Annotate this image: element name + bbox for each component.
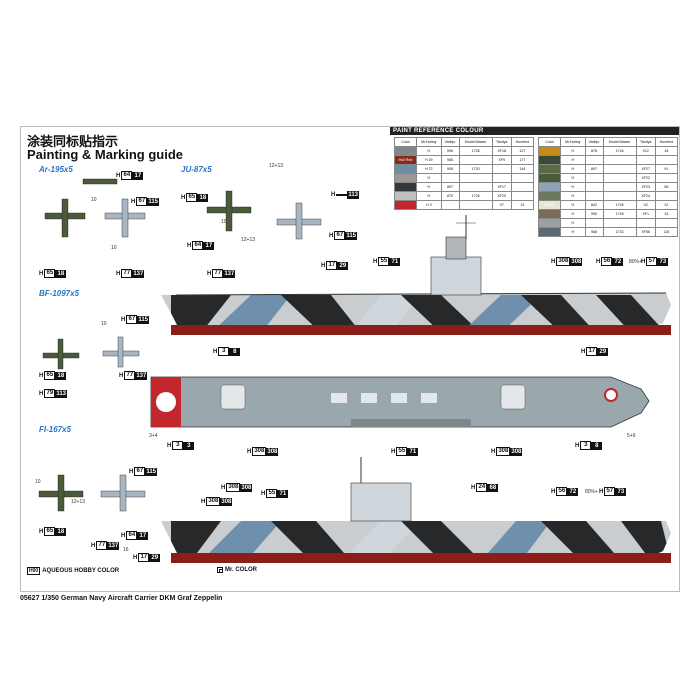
ju87-top-view [206,190,252,232]
instruction-sheet: 涂装同标贴指示 Painting & Marking guide PAINT R… [20,126,680,592]
ship-port-profile [161,457,671,563]
note-percentage-2: 80%+ [585,489,598,495]
bf109-top-view [42,338,80,370]
footer-kit-info: 05627 1/350 German Navy Aircraft Carrier… [20,595,223,602]
legend-mr-color: Mr. COLOR [217,567,257,573]
drawing-layer [38,178,671,563]
ship-starboard-profile [161,215,671,335]
paint-row: H XF22 [538,173,679,183]
aircraft-label-bf109: BF-1097x5 [39,289,80,298]
aircraft-label-fi167: FI-167x5 [39,425,72,434]
legend-mr-color-text: Mr. COLOR [225,567,258,573]
paint-cell-vallejo [440,200,460,210]
note-percentage-1: 80%+ [629,259,642,265]
ju87-bottom-view [276,202,322,240]
legend-aqueous-box: H00 [27,567,41,575]
fi167-bottom-view [100,474,146,512]
fi167-top-view [38,474,84,512]
title-english: Painting & Marking guide [27,147,184,162]
legend-aqueous: H00 AQUEOUS HOBBY COLOR [27,567,119,575]
aircraft-label-ar195: Ar-195x5 [39,165,73,174]
paint-cell-vallejo: 988 [584,227,604,237]
paint-cell-tamiya: XF56 [635,227,656,237]
note-12-13-b: 12+13 [241,237,256,243]
ar195-top-view [44,198,86,238]
ar195-bottom-view [104,198,146,238]
note-10-b: 10 [111,245,117,251]
aircraft-label-ju87: JU-87x5 [181,165,212,174]
legend-mr-color-icon [217,567,223,573]
note-10-a: 10 [91,197,97,203]
paint-row: H [538,218,679,228]
bf109-bottom-view [102,336,140,368]
aircraft-drawings [38,178,322,512]
legend-aqueous-text: AQUEOUS HOBBY COLOR [42,568,120,574]
note-12-13-c: 12+13 [71,499,86,505]
note-10-c: 10 [221,219,227,225]
sheet-footer: 05627 1/350 German Navy Aircraft Carrier… [20,592,680,613]
ar195-side-view [82,178,118,185]
note-10-e: 10 [35,479,41,485]
paint-cell-tamiya: X7 [491,200,512,210]
note-12-13-a: 12+13 [269,163,284,169]
paint-cell-humbrol: 19 [510,200,535,210]
note-16: 16 [123,547,129,553]
paint-reference-title: PAINT REFERENCE COLOUR [390,127,679,135]
paint-cell-humbrol: 125 [654,227,679,237]
note-10-d: 10 [101,321,107,327]
note-3-4: 3+4 [149,433,158,439]
title-chinese: 涂装同标贴指示 [27,135,119,150]
paint-row: H [538,155,679,165]
paint-swatch [394,200,417,210]
ship-flight-deck-plan [150,376,650,428]
note-5-6: 5+6 [627,433,636,439]
paint-swatch [538,227,561,237]
